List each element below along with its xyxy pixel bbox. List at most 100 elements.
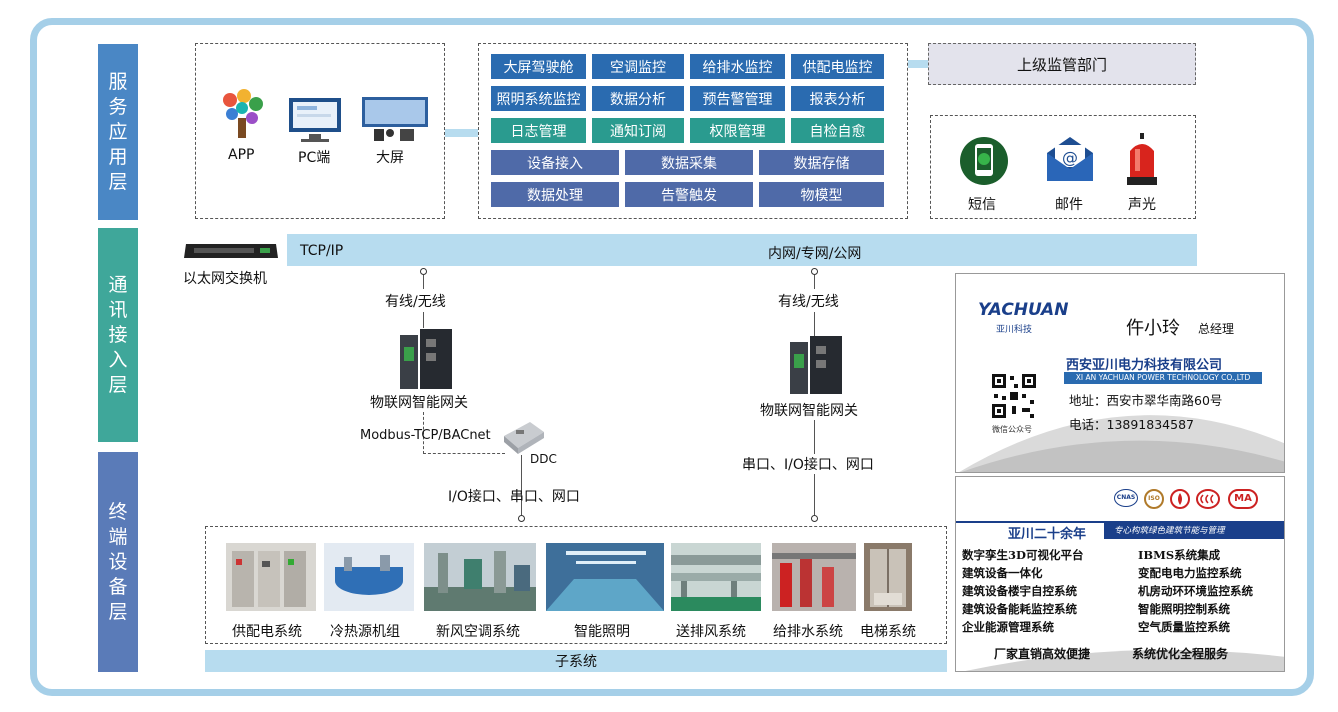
node-left-bottom (518, 515, 525, 522)
client-app-label: APP (228, 147, 255, 163)
card-address: 地址：西安市翠华南路60号 (1069, 393, 1223, 408)
gateway-right-icon (790, 336, 842, 394)
line-left-ddc (423, 453, 505, 454)
module-data-collect[interactable]: 数据采集 (625, 150, 753, 175)
io-left-label: I/O接口、串口、网口 (448, 489, 580, 505)
module-report-analysis[interactable]: 报表分析 (791, 86, 884, 111)
node-right-top (811, 268, 818, 275)
business-card-services: CNAS ISO MA 亚川二十余年 专心构筑绿色建筑节能与管理 数字孪生3D可… (955, 476, 1285, 672)
card-name: 仵小玲 (1126, 318, 1180, 339)
module-water-monitor[interactable]: 给排水监控 (690, 54, 785, 79)
card-company: 西安亚川电力科技有限公司 (1066, 358, 1223, 373)
ventilation-photo (671, 543, 761, 611)
line-left-top (423, 275, 424, 289)
cert-ma-icon: MA (1228, 489, 1258, 509)
subsystem-power-label: 供配电系统 (232, 624, 302, 640)
superior-dept-box: 上级监管部门 (928, 43, 1196, 85)
service-left-2: 建筑设备一体化 (962, 566, 1043, 580)
line-left-mid (423, 312, 424, 328)
slogan-label: 专心构筑绿色建筑节能与管理 (1104, 523, 1284, 539)
service-right-1: IBMS系统集成 (1138, 548, 1221, 562)
subsystem-bar-label: 子系统 (555, 654, 597, 670)
io-right-label: 串口、I/O接口、网口 (740, 454, 876, 474)
ddc-icon (504, 422, 544, 454)
module-notify[interactable]: 通知订阅 (592, 118, 684, 143)
mail-icon: @ (1047, 137, 1093, 181)
module-log-mgmt[interactable]: 日志管理 (491, 118, 586, 143)
wired-right-label: 有线/无线 (778, 294, 839, 310)
network-types-label: 内网/专网/公网 (768, 246, 862, 262)
gateway-left-icon (400, 329, 452, 389)
gateway-right-label: 物联网智能网关 (760, 403, 858, 419)
module-power-monitor[interactable]: 供配电监控 (791, 54, 884, 79)
module-data-analysis[interactable]: 数据分析 (592, 86, 684, 111)
module-permission[interactable]: 权限管理 (690, 118, 785, 143)
cert-iso-icon: ISO (1144, 489, 1164, 509)
network-bar (287, 234, 1197, 266)
service-left-1: 数字孪生3D可视化平台 (962, 548, 1084, 562)
module-self-heal[interactable]: 自检自愈 (791, 118, 884, 143)
card-bg-arc (959, 415, 1284, 472)
cert-ccc-icon (1196, 489, 1220, 509)
card-footer-arc (965, 649, 1284, 671)
subsystem-fresh-air-label: 新风空调系统 (436, 624, 520, 640)
fresh-air-photo (424, 543, 536, 611)
subsystem-water-label: 给排水系统 (773, 624, 843, 640)
module-device-access[interactable]: 设备接入 (491, 150, 619, 175)
service-right-5: 空气质量监控系统 (1138, 620, 1230, 634)
years-banner (956, 521, 1284, 539)
sms-icon (960, 137, 1008, 185)
subsystem-lighting-label: 智能照明 (574, 624, 630, 640)
line-right-mid (814, 312, 815, 336)
module-ac-monitor[interactable]: 空调监控 (592, 54, 684, 79)
module-thing-model[interactable]: 物模型 (759, 182, 884, 207)
module-dashboard[interactable]: 大屏驾驶舱 (491, 54, 586, 79)
elevator-photo (864, 543, 912, 611)
client-screen-label: 大屏 (376, 150, 404, 166)
switch-label: 以太网交换机 (183, 271, 267, 287)
module-alarm-trigger[interactable]: 告警触发 (625, 182, 753, 207)
qr-label: 微信公众号 (992, 425, 1032, 434)
client-pc-label: PC端 (298, 150, 331, 166)
service-right-3: 机房动环环境监控系统 (1138, 584, 1253, 598)
cert-fire-icon (1170, 489, 1190, 509)
line-ddc-down (521, 455, 522, 515)
business-card: YACHUAN 亚川科技 仵小玲 总经理 西安亚川电力科技有限公司 XI AN … (955, 273, 1285, 473)
years-label: 亚川二十余年 (1008, 527, 1087, 542)
alarm-light-icon (1127, 133, 1157, 185)
pc-icon (289, 98, 341, 142)
module-data-store[interactable]: 数据存储 (759, 150, 884, 175)
node-left-top (420, 268, 427, 275)
card-role: 总经理 (1198, 322, 1235, 336)
lighting-photo (546, 543, 664, 611)
subsystem-chiller-label: 冷热源机组 (330, 624, 400, 640)
qr-code-icon (990, 372, 1038, 420)
alert-light-label: 声光 (1128, 197, 1156, 213)
switch-icon (184, 244, 278, 258)
power-system-photo (226, 543, 316, 611)
service-left-4: 建筑设备能耗监控系统 (962, 602, 1077, 616)
module-data-process[interactable]: 数据处理 (491, 182, 619, 207)
modules-box (478, 43, 908, 219)
layer-service-label: 服务应用层 (98, 44, 138, 220)
card-phone: 电话：13891834587 (1069, 417, 1194, 432)
card-company-en: XI AN YACHUAN POWER TECHNOLOGY CO.,LTD (1064, 372, 1262, 384)
module-alarm-mgmt[interactable]: 预告警管理 (690, 86, 785, 111)
chiller-photo (324, 543, 414, 611)
node-right-bottom (811, 515, 818, 522)
line-left-low (423, 412, 424, 454)
subsystem-bar: 子系统 (205, 650, 947, 672)
superior-dept-label: 上级监管部门 (1016, 55, 1107, 74)
layer-comm-label: 通讯接入层 (98, 228, 138, 442)
subsystem-elevator-label: 电梯系统 (860, 624, 916, 640)
module-lighting-monitor[interactable]: 照明系统监控 (491, 86, 586, 111)
service-left-5: 企业能源管理系统 (962, 620, 1054, 634)
line-right-top (814, 275, 815, 289)
service-left-3: 建筑设备楼宇自控系统 (962, 584, 1077, 598)
footer-left-label: 厂家直销高效便捷 (994, 647, 1091, 661)
svg-text:@: @ (1062, 148, 1078, 167)
subsystems-box (205, 526, 947, 644)
gateway-left-label: 物联网智能网关 (370, 395, 468, 411)
alert-mail-label: 邮件 (1055, 197, 1083, 213)
app-icon (223, 89, 263, 138)
